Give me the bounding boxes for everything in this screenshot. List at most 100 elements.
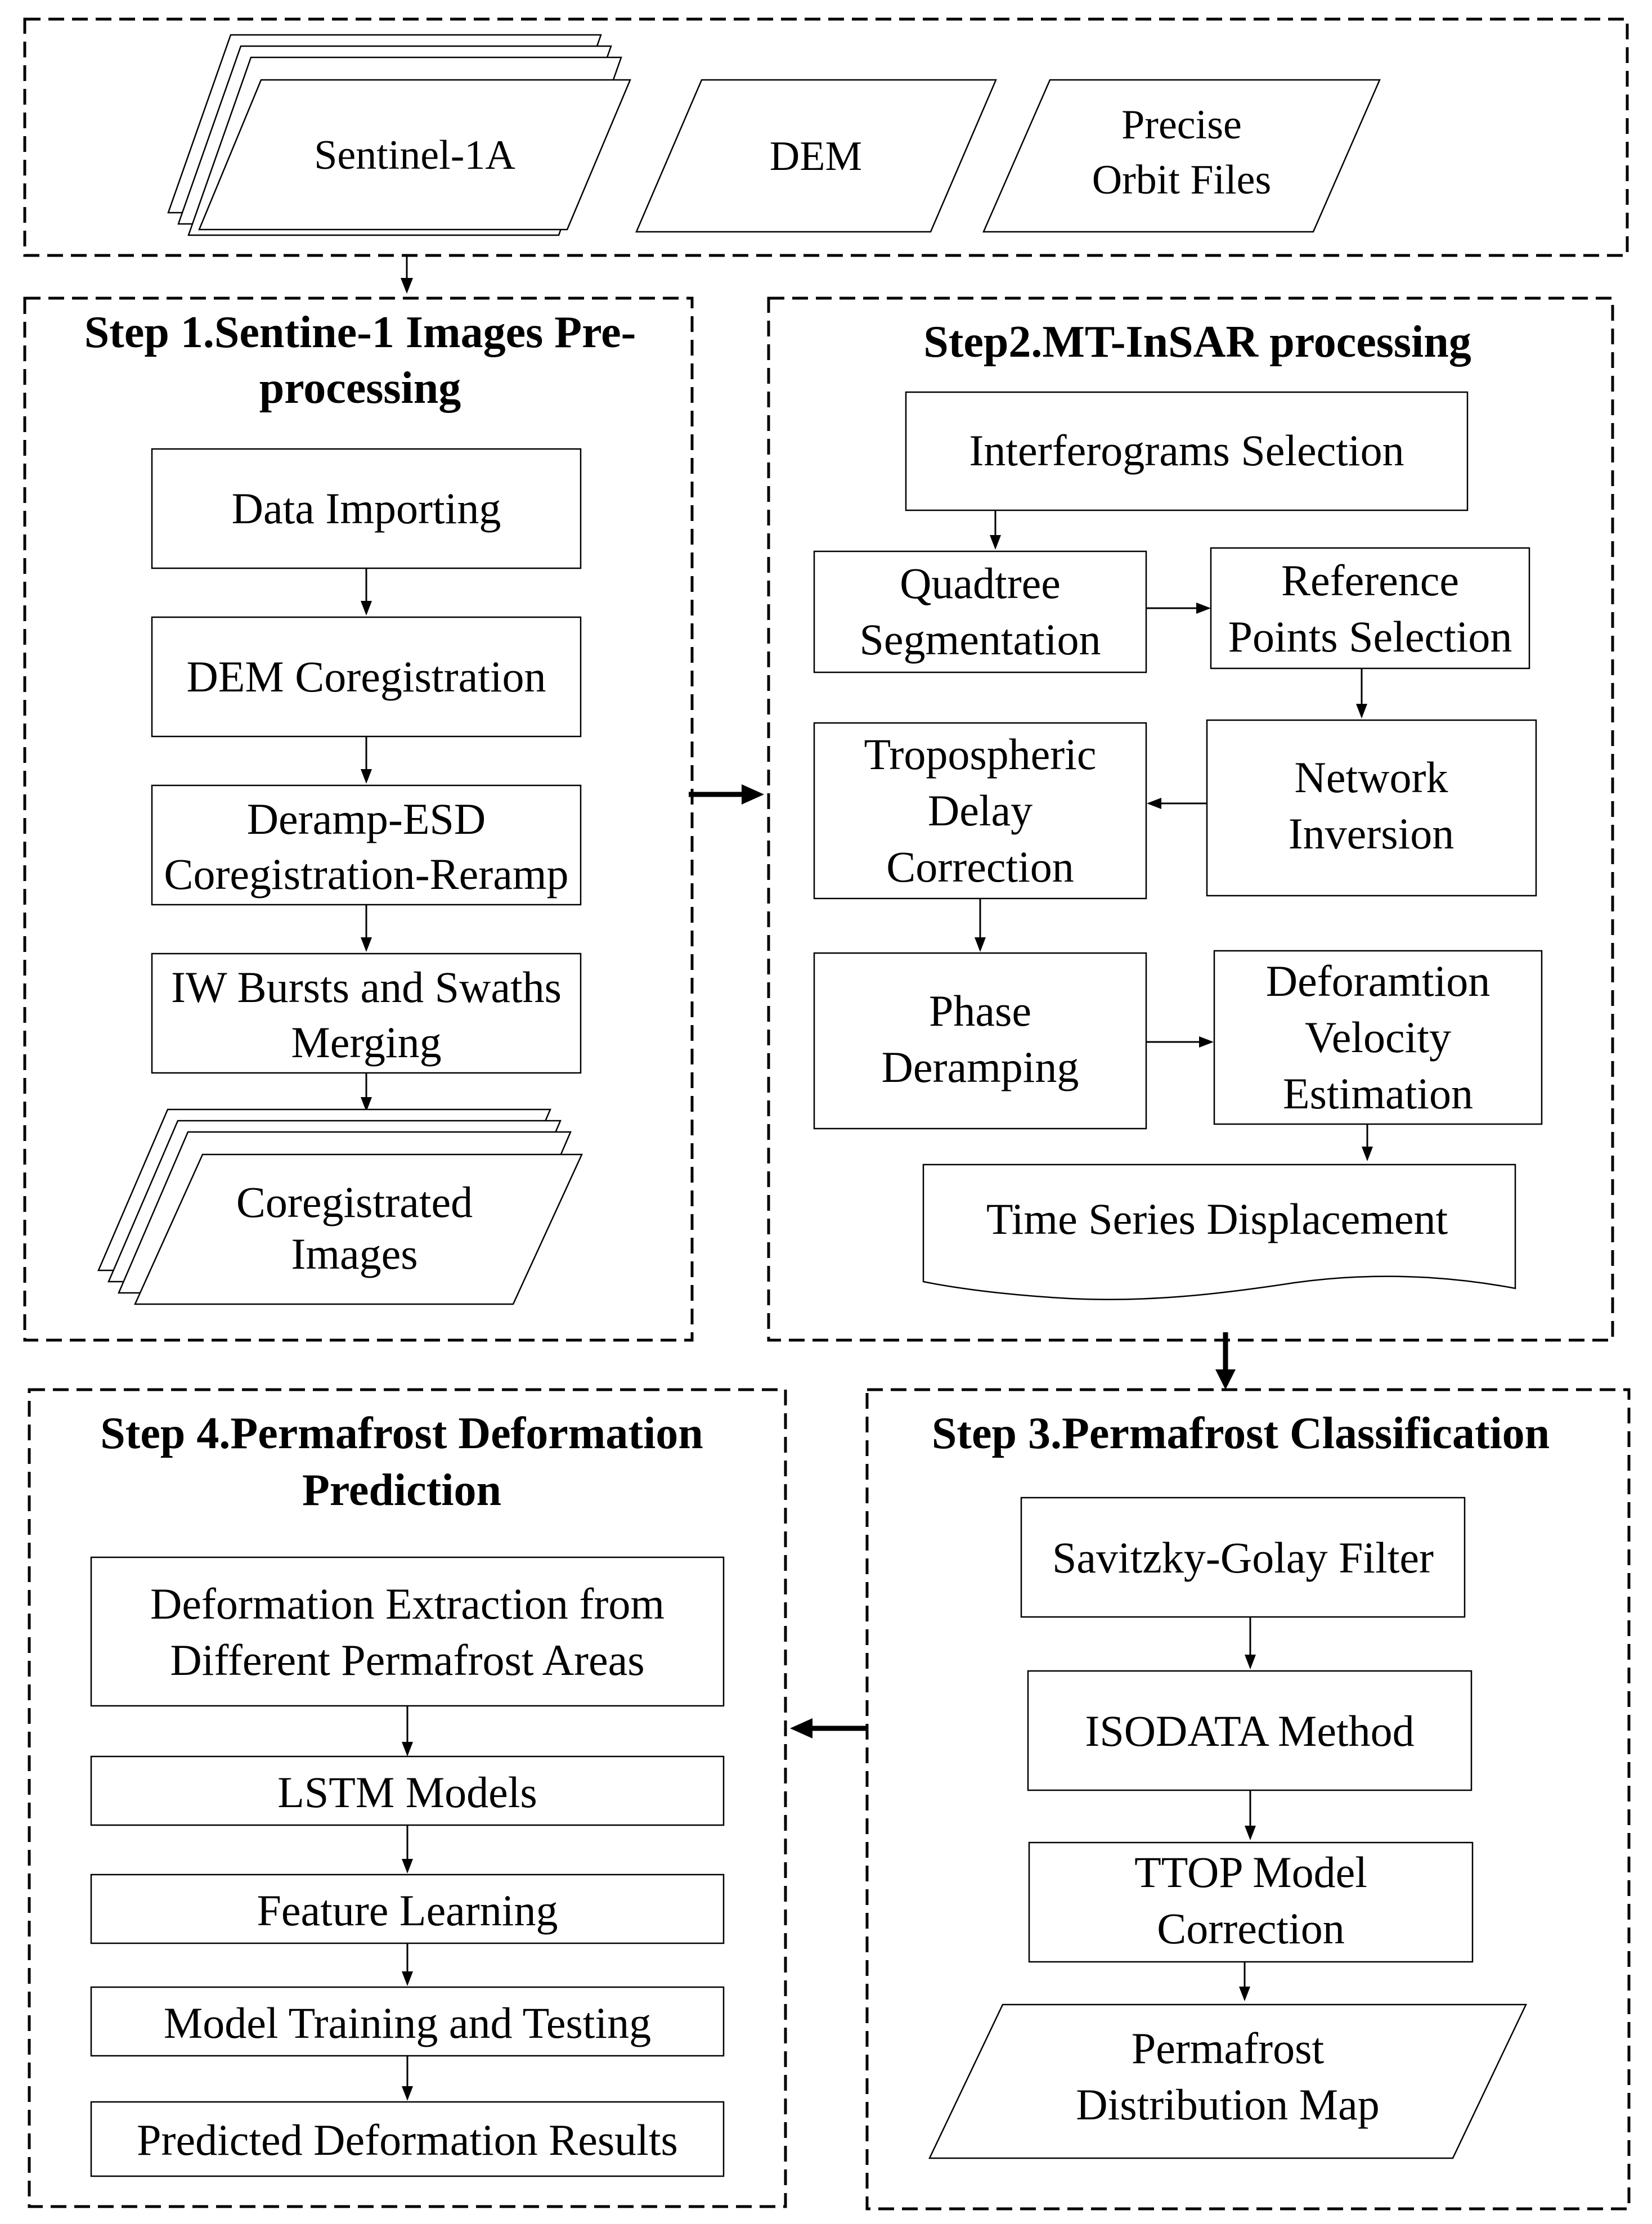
savitzky-label: Savitzky-Golay Filter — [1052, 1533, 1434, 1582]
step1-group — [23, 296, 694, 1342]
permafrost-map-label-line1: Permafrost — [1132, 2024, 1325, 2073]
tropospheric-delay-box — [813, 722, 1147, 900]
deramp-esd-label-line2: Coregistration-Reramp — [164, 850, 568, 898]
arrow-s4-4 — [402, 2056, 413, 2101]
arrow-s2-6 — [1146, 1036, 1214, 1048]
step3-group — [865, 1388, 1631, 2210]
inputs-group — [23, 17, 1629, 257]
quadtree-label-line1: Quadtree — [900, 559, 1061, 608]
dem-coregistration-box — [151, 616, 582, 738]
step2-title: Step2.MT-InSAR processing — [923, 317, 1471, 367]
training-label: Model Training and Testing — [164, 1998, 651, 2047]
phase-label-line1: Phase — [929, 986, 1031, 1035]
deramp-esd-label-line1: Deramp-ESD — [247, 794, 486, 843]
coreg-label-line1: Coregistrated — [236, 1178, 473, 1226]
orbit-parallelogram — [982, 79, 1381, 233]
coreg-label-line2: Images — [291, 1229, 418, 1278]
network-label-line1: Network — [1295, 753, 1448, 802]
lstm-models-box — [90, 1755, 725, 1826]
coreg-parallelogram — [134, 1153, 583, 1305]
arrow-s3-3 — [1239, 1962, 1250, 2001]
dem-parallelogram — [635, 79, 997, 233]
step1-title-line2: processing — [259, 363, 461, 413]
model-training-box — [90, 1986, 725, 2057]
ttop-label-line2: Correction — [1157, 1904, 1345, 1953]
velocity-label-line3: Estimation — [1283, 1069, 1473, 1118]
sentinel-input: Sentinel-1A — [167, 34, 631, 236]
step2-group — [767, 296, 1614, 1342]
arrow-s2-3 — [1356, 668, 1367, 718]
interferograms-selection-label: Interferograms Selection — [969, 426, 1404, 475]
dem-coregistration-label: DEM Coregistration — [186, 652, 546, 701]
step3-title: Step 3.Permafrost Classification — [932, 1409, 1550, 1458]
sentinel-parallelogram — [198, 79, 631, 231]
arrow-s1-1 — [361, 568, 372, 615]
velocity-label-line2: Velocity — [1305, 1013, 1451, 1062]
savitzky-golay-box — [1020, 1497, 1466, 1618]
time-series-label: Time Series Displacement — [986, 1194, 1448, 1243]
arrow-s3-1 — [1245, 1617, 1256, 1669]
tropo-label-line3: Correction — [886, 842, 1074, 891]
extraction-label-line2: Different Permafrost Areas — [170, 1636, 644, 1684]
interferograms-selection-box — [905, 391, 1469, 511]
arrow-s3-2 — [1245, 1790, 1256, 1840]
arrow-inputs-to-step1 — [401, 255, 413, 294]
step4-group — [28, 1388, 787, 2208]
orbit-label-line1: Precise — [1121, 102, 1242, 148]
phase-deramping-box — [813, 952, 1147, 1130]
arrow-step2-to-step3 — [1215, 1332, 1236, 1390]
orbit-input: Precise Orbit Files — [982, 79, 1381, 233]
sentinel-label: Sentinel-1A — [314, 132, 515, 178]
reference-points-box — [1210, 547, 1530, 670]
arrow-s1-4 — [361, 1073, 372, 1112]
arrow-s1-3 — [361, 905, 372, 952]
isodata-method-box — [1027, 1670, 1473, 1791]
results-label: Predicted Deformation Results — [137, 2115, 678, 2164]
arrow-s2-7 — [1362, 1124, 1373, 1161]
quadtree-label-line2: Segmentation — [860, 615, 1101, 664]
permafrost-map-label-line2: Distribution Map — [1076, 2080, 1380, 2129]
time-series-document — [922, 1163, 1516, 1300]
data-importing-label: Data Importing — [232, 484, 501, 533]
velocity-label-line1: Deforamtion — [1266, 956, 1491, 1005]
network-inversion-box — [1206, 719, 1537, 897]
isodata-label: ISODATA Method — [1085, 1706, 1414, 1755]
phase-label-line2: Deramping — [882, 1043, 1079, 1091]
arrow-step1-to-step2 — [689, 784, 764, 805]
arrow-s4-2 — [402, 1825, 413, 1873]
lstm-label: LSTM Models — [277, 1768, 537, 1817]
step4-title-line1: Step 4.Permafrost Deformation — [100, 1409, 703, 1458]
refpoints-label-line2: Points Selection — [1228, 612, 1512, 661]
arrow-s2-1 — [990, 510, 1001, 550]
iw-bursts-label-line2: Merging — [291, 1018, 441, 1067]
dem-input: DEM — [635, 79, 997, 233]
arrow-s2-5 — [975, 898, 986, 952]
arrow-s1-2 — [361, 736, 372, 784]
deformation-velocity-box — [1213, 950, 1543, 1125]
permafrost-map-parallelogram — [928, 2003, 1527, 2159]
tropo-label-line2: Delay — [928, 786, 1032, 835]
deramp-esd-box — [151, 784, 582, 906]
arrow-step3-to-step4 — [790, 1718, 867, 1738]
arrow-s2-4 — [1147, 798, 1207, 809]
network-label-line2: Inversion — [1289, 809, 1455, 858]
deformation-extraction-box — [90, 1556, 725, 1707]
step4-title-line2: Prediction — [302, 1466, 501, 1515]
arrow-s2-2 — [1146, 603, 1211, 614]
coregistrated-images-output: Coregistrated Images — [97, 1108, 583, 1305]
feature-label: Feature Learning — [257, 1886, 558, 1935]
refpoints-label-line1: Reference — [1281, 556, 1459, 605]
predicted-results-box — [90, 2101, 725, 2177]
orbit-label-line2: Orbit Files — [1092, 157, 1272, 203]
arrow-s4-1 — [402, 1706, 413, 1756]
extraction-label-line1: Deformation Extraction from — [150, 1579, 665, 1628]
step1-title-line1: Step 1.Sentine-1 Images Pre- — [84, 308, 636, 357]
dem-label: DEM — [770, 133, 862, 179]
iw-bursts-label-line1: IW Bursts and Swaths — [171, 963, 562, 1012]
arrow-s4-3 — [402, 1943, 413, 1986]
ttop-model-box — [1028, 1841, 1474, 1963]
tropo-label-line1: Tropospheric — [864, 730, 1096, 779]
ttop-label-line1: TTOP Model — [1134, 1848, 1367, 1897]
quadtree-segmentation-box — [813, 550, 1147, 673]
